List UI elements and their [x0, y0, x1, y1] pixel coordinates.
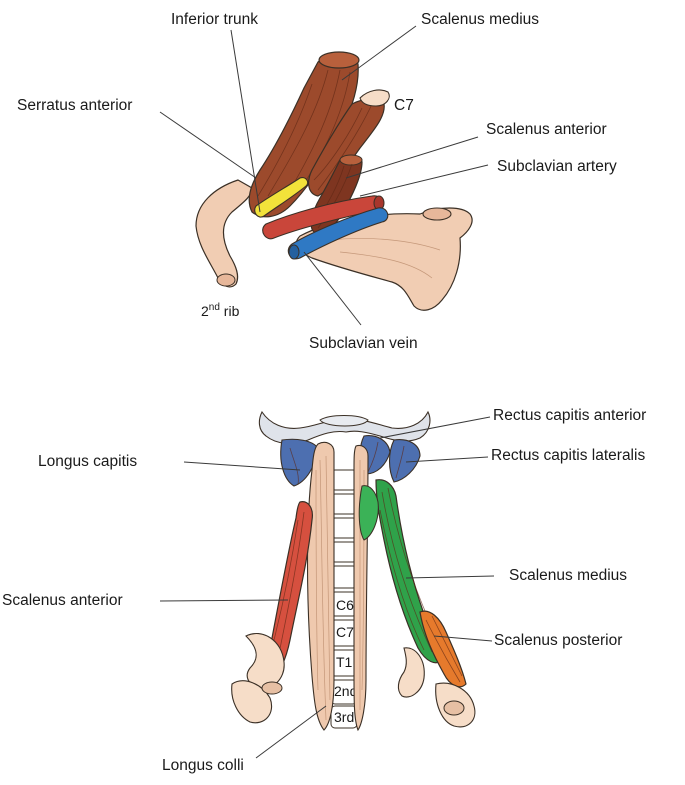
- rectus-capitis-lateralis-right: [388, 439, 421, 483]
- label-scalenus-anterior-bottom: Scalenus anterior: [2, 592, 123, 609]
- left-clavicle-end: [231, 680, 272, 724]
- second-rib-end: [216, 273, 236, 287]
- label-scalenus-medius-top: Scalenus medius: [421, 11, 539, 28]
- label-rectus-capitis-lateralis: Rectus capitis lateralis: [491, 447, 645, 464]
- bottom-illustration: C6 C7 T1 2nd 3rd: [2, 407, 646, 774]
- right-first-rib: [397, 647, 425, 698]
- medius-slips: [358, 485, 379, 541]
- label-longus-colli: Longus colli: [162, 757, 244, 774]
- label-c7: C7: [394, 97, 414, 114]
- top-illustration: Inferior trunk Scalenus medius Serratus …: [17, 11, 617, 352]
- label-second-rib: 2nd rib: [201, 302, 240, 319]
- vertebra-mark-3rd: 3rd: [334, 709, 354, 725]
- vertebra-mark-2nd: 2nd: [334, 683, 357, 699]
- vertebral-column: [330, 469, 358, 729]
- vertebra-mark-c7: C7: [336, 624, 354, 640]
- label-longus-capitis: Longus capitis: [38, 453, 137, 470]
- label-rectus-capitis-anterior: Rectus capitis anterior: [493, 407, 646, 424]
- vertebra-mark-c6: C6: [336, 597, 354, 613]
- occipital-ridge: [319, 415, 369, 427]
- rib-end-cap: [422, 207, 452, 221]
- label-scalenus-anterior-top: Scalenus anterior: [486, 121, 607, 138]
- c7-process: [359, 89, 390, 107]
- scalenus-medius-top: [318, 51, 360, 69]
- label-subclavian-artery: Subclavian artery: [497, 158, 617, 175]
- inferior-trunk-nerve: [254, 177, 309, 218]
- second-rib: [195, 179, 253, 288]
- scalenus-medius-muscle: [248, 54, 359, 218]
- label-serratus-anterior: Serratus anterior: [17, 97, 132, 114]
- label-subclavian-vein: Subclavian vein: [309, 335, 418, 352]
- longus-capitis-left: [306, 441, 335, 731]
- vertebra-mark-t1: T1: [336, 654, 353, 670]
- label-inferior-trunk: Inferior trunk: [171, 11, 258, 28]
- scalenus-anterior-top: [339, 154, 363, 166]
- label-scalenus-medius-bottom: Scalenus medius: [509, 567, 627, 584]
- label-scalenus-posterior: Scalenus posterior: [494, 632, 622, 649]
